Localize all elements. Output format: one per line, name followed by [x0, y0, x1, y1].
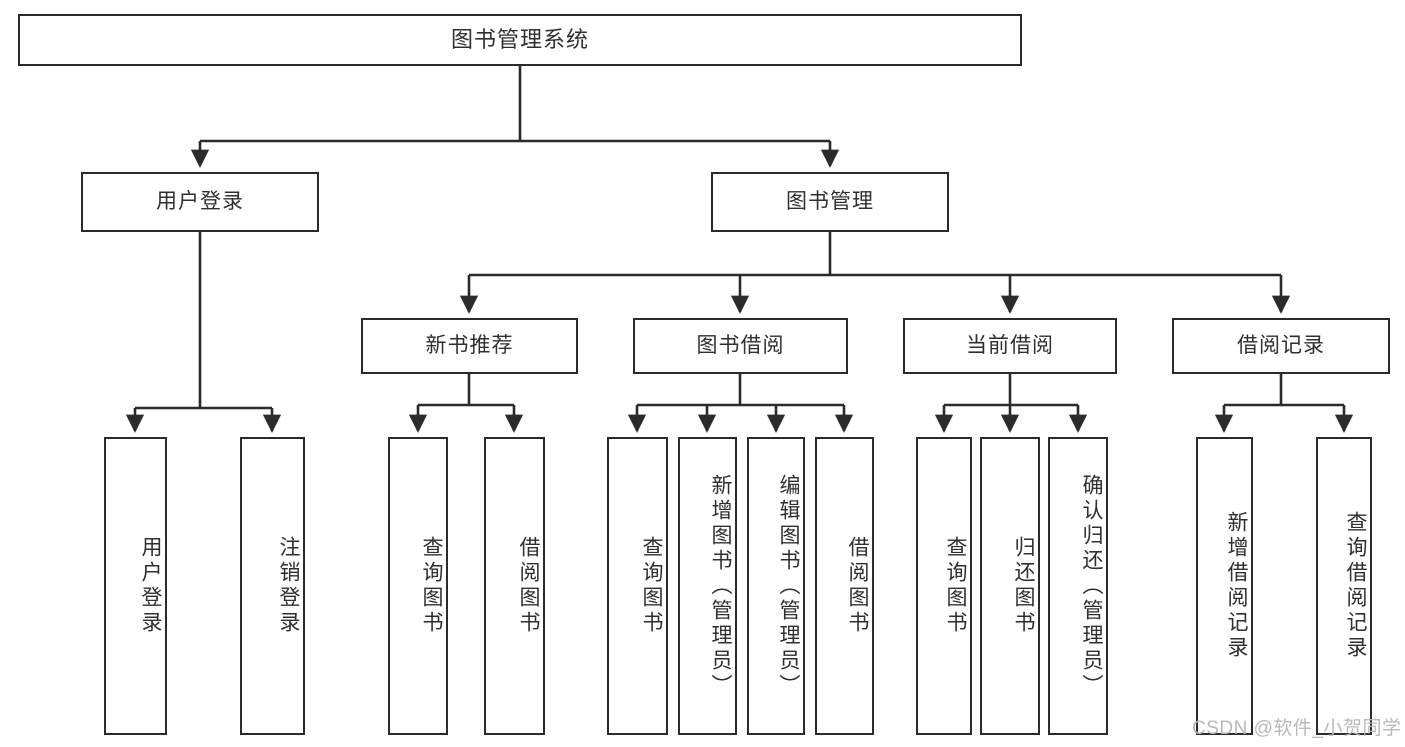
leaf-label: 新增图书（管理员） — [709, 473, 732, 699]
leaf-label: 查询图书 — [420, 536, 443, 636]
leaf-label: 归还图书 — [1012, 536, 1035, 636]
leaf-label: 用户登录 — [139, 536, 162, 636]
leaf-return-book[interactable]: 归还图书 — [980, 437, 1040, 735]
leaf-label: 借阅图书 — [517, 536, 540, 636]
leaf-edit-book-admin[interactable]: 编辑图书（管理员） — [747, 437, 805, 735]
node-book-management[interactable]: 图书管理 — [711, 172, 949, 232]
leaf-add-book-admin[interactable]: 新增图书（管理员） — [678, 437, 737, 735]
leaf-borrow-book[interactable]: 借阅图书 — [815, 437, 874, 735]
leaf-label: 编辑图书（管理员） — [777, 473, 800, 699]
leaf-label: 注销登录 — [277, 536, 300, 636]
leaf-borrow-book-recommend[interactable]: 借阅图书 — [484, 437, 545, 735]
leaf-query-borrow-record[interactable]: 查询借阅记录 — [1316, 437, 1372, 735]
leaf-label: 查询图书 — [640, 536, 663, 636]
leaf-label: 查询图书 — [944, 536, 967, 636]
node-new-book-recommend[interactable]: 新书推荐 — [361, 318, 578, 374]
leaf-add-borrow-record[interactable]: 新增借阅记录 — [1196, 437, 1253, 735]
leaf-confirm-return-admin[interactable]: 确认归还（管理员） — [1048, 437, 1108, 735]
leaf-query-book-recommend[interactable]: 查询图书 — [388, 437, 448, 735]
node-borrow-records[interactable]: 借阅记录 — [1172, 318, 1390, 374]
leaf-user-login[interactable]: 用户登录 — [104, 437, 167, 735]
node-user-login[interactable]: 用户登录 — [81, 172, 319, 232]
leaf-label: 新增借阅记录 — [1225, 511, 1248, 661]
node-book-borrow[interactable]: 图书借阅 — [633, 318, 848, 374]
leaf-label: 查询借阅记录 — [1344, 511, 1367, 661]
leaf-query-book-borrow[interactable]: 查询图书 — [607, 437, 668, 735]
node-current-borrow[interactable]: 当前借阅 — [903, 318, 1117, 374]
watermark: CSDN @软件_小贺同学 — [1192, 718, 1402, 739]
leaf-query-book-current[interactable]: 查询图书 — [916, 437, 972, 735]
leaf-logout[interactable]: 注销登录 — [240, 437, 305, 735]
node-root-system[interactable]: 图书管理系统 — [18, 14, 1022, 66]
leaf-label: 确认归还（管理员） — [1080, 473, 1103, 699]
leaf-label: 借阅图书 — [846, 536, 869, 636]
